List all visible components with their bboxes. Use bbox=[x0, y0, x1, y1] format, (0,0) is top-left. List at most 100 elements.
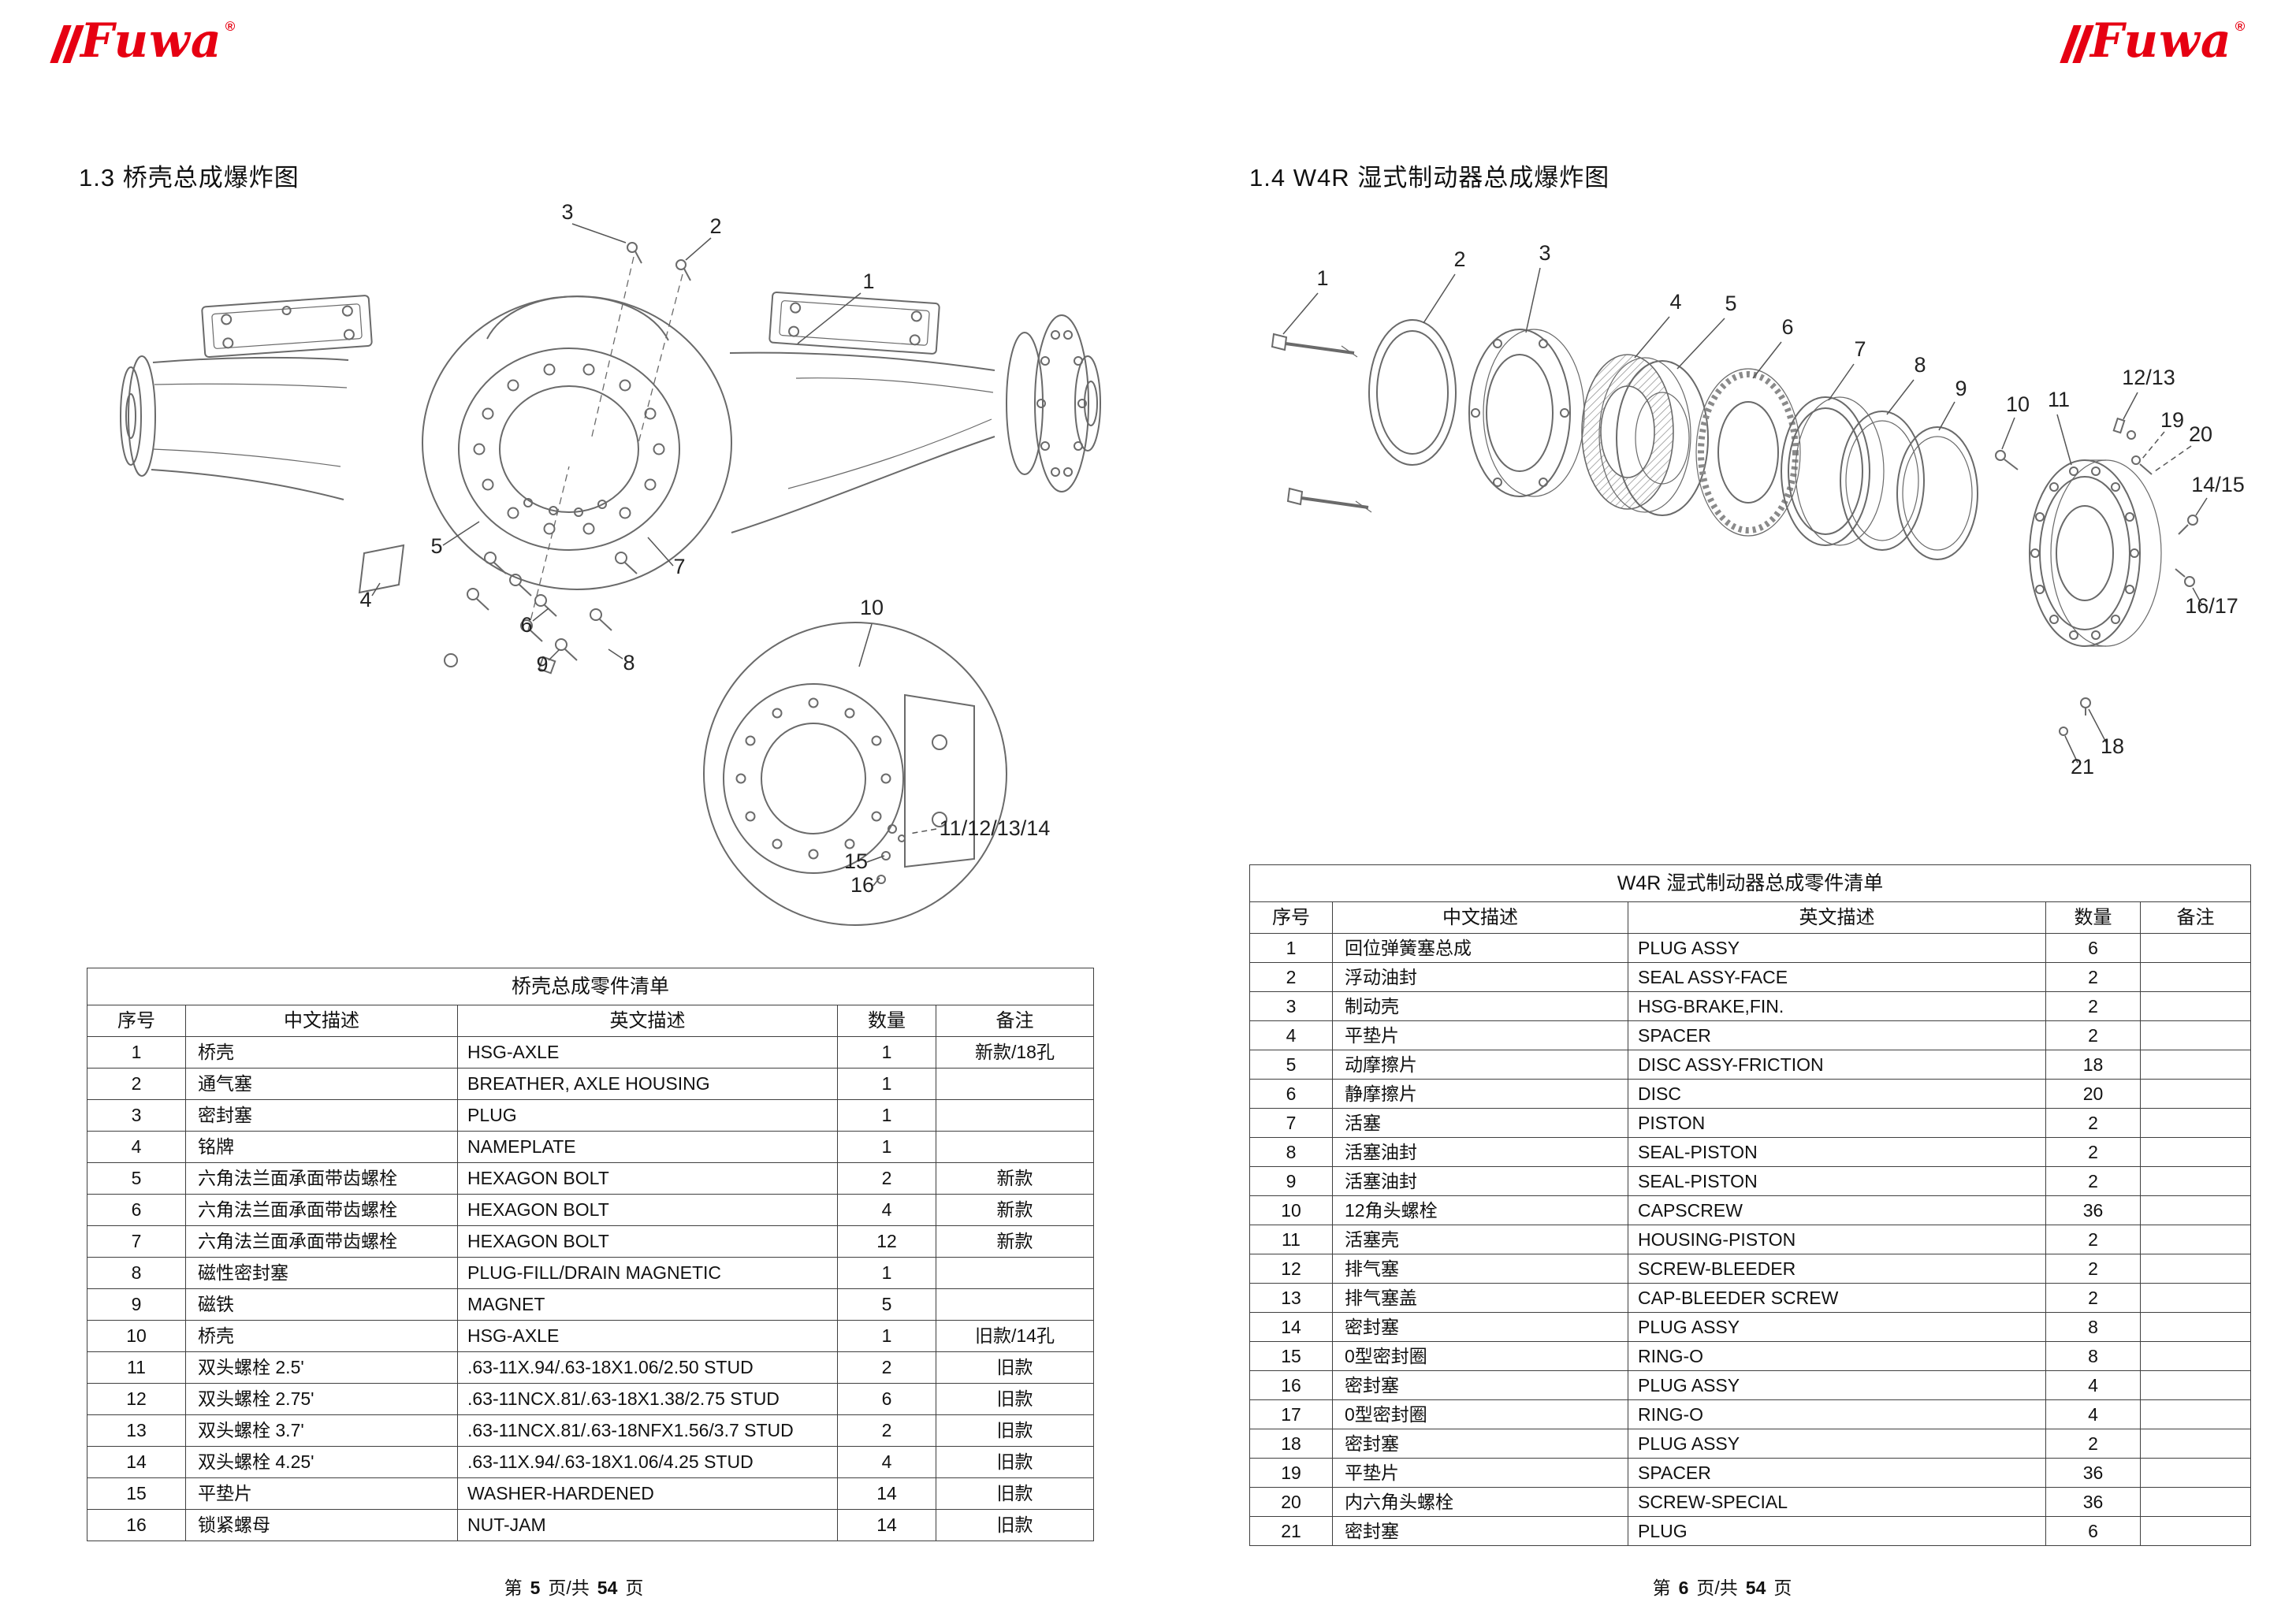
callout-1: 1 bbox=[862, 269, 874, 293]
cell: HOUSING-PISTON bbox=[1628, 1225, 2046, 1254]
page-number: 5 bbox=[530, 1578, 541, 1598]
cell: SEAL ASSY-FACE bbox=[1628, 962, 2046, 992]
cell: 7 bbox=[87, 1225, 186, 1258]
assembly-axis-lines bbox=[527, 256, 683, 631]
cell: 2 bbox=[2045, 1020, 2141, 1050]
cell: 11 bbox=[1249, 1225, 1333, 1254]
cell: 6 bbox=[2045, 933, 2141, 963]
cell: 1 bbox=[1249, 933, 1333, 963]
callout-16: 16 bbox=[850, 873, 874, 897]
cell: 1 bbox=[837, 1320, 936, 1352]
table-title: 桥壳总成零件清单 bbox=[87, 968, 1094, 1005]
cell: 活塞油封 bbox=[1332, 1166, 1628, 1196]
cell: PLUG bbox=[457, 1099, 838, 1132]
cell: PLUG bbox=[1628, 1516, 2046, 1546]
cell bbox=[2140, 1399, 2251, 1429]
cell: 排气塞盖 bbox=[1332, 1283, 1628, 1313]
cell: 旧款 bbox=[936, 1509, 1094, 1541]
footer-text: 第 bbox=[1652, 1578, 1671, 1598]
cell: NUT-JAM bbox=[457, 1509, 838, 1541]
piston-housing bbox=[2029, 459, 2162, 647]
axle-center-bowl bbox=[422, 295, 732, 590]
cell bbox=[2140, 1458, 2251, 1488]
cell: 15 bbox=[1249, 1341, 1333, 1371]
cell: 14 bbox=[837, 1477, 936, 1510]
cell: 新款 bbox=[936, 1225, 1094, 1258]
col-header-en: 英文描述 bbox=[1628, 901, 2046, 934]
cell: .63-11X.94/.63-18X1.06/4.25 STUD bbox=[457, 1446, 838, 1478]
cell: 动摩擦片 bbox=[1332, 1050, 1628, 1080]
cell: 8 bbox=[87, 1257, 186, 1289]
cell: 2 bbox=[87, 1068, 186, 1100]
cell: 桥壳 bbox=[185, 1036, 458, 1069]
cell bbox=[2140, 1079, 2251, 1109]
capscrew-bolts bbox=[1271, 333, 1372, 513]
cell: 平垫片 bbox=[185, 1477, 458, 1510]
wet-brake-exploded-diagram: 1 2 3 4 5 6 7 8 9 10 11 12/13 19 20 14/1… bbox=[1271, 241, 2245, 779]
footer-text: 页/共 bbox=[1696, 1578, 1738, 1598]
cell: PLUG ASSY bbox=[1628, 1312, 2046, 1342]
axle-housing-exploded-diagram: 3 2 1 5 7 4 6 9 8 10 11/12/13/14 15 16 bbox=[120, 200, 1101, 926]
cell: 10 bbox=[1249, 1195, 1333, 1225]
small-fittings bbox=[1995, 417, 2198, 736]
cell: 14 bbox=[1249, 1312, 1333, 1342]
cell: 1 bbox=[87, 1036, 186, 1069]
cell: 2 bbox=[2045, 1254, 2141, 1284]
callout-21: 21 bbox=[2071, 755, 2094, 779]
cell bbox=[2140, 1312, 2251, 1342]
cell bbox=[936, 1099, 1094, 1132]
section-title-wet-brake: 1.4 W4R 湿式制动器总成爆炸图 bbox=[1249, 164, 1610, 191]
exploded-bolts bbox=[444, 242, 691, 675]
cell: HSG-AXLE bbox=[457, 1036, 838, 1069]
cell: 7 bbox=[1249, 1108, 1333, 1138]
cell: 制动壳 bbox=[1332, 991, 1628, 1021]
cell: HSG-AXLE bbox=[457, 1320, 838, 1352]
cell: 3 bbox=[87, 1099, 186, 1132]
cell: 铭牌 bbox=[185, 1131, 458, 1163]
cell: 6 bbox=[2045, 1516, 2141, 1546]
piston-seals bbox=[1840, 411, 1978, 560]
callout-16-17: 16/17 bbox=[2185, 594, 2238, 618]
cell: 4 bbox=[1249, 1020, 1333, 1050]
cell: 磁铁 bbox=[185, 1288, 458, 1321]
cell bbox=[2140, 1195, 2251, 1225]
cell bbox=[936, 1257, 1094, 1289]
cell: .63-11X.94/.63-18X1.06/2.50 STUD bbox=[457, 1351, 838, 1384]
brake-housing-ring bbox=[1468, 329, 1585, 497]
cell: 静摩擦片 bbox=[1332, 1079, 1628, 1109]
cell: CAPSCREW bbox=[1628, 1195, 2046, 1225]
cell: 密封塞 bbox=[185, 1099, 458, 1132]
cell: 2 bbox=[2045, 1225, 2141, 1254]
callout-8: 8 bbox=[623, 651, 634, 675]
cell: 六角法兰面承面带齿螺栓 bbox=[185, 1225, 458, 1258]
cell: PLUG ASSY bbox=[1628, 1429, 2046, 1459]
cell: 密封塞 bbox=[1332, 1370, 1628, 1400]
cell: 12角头螺栓 bbox=[1332, 1195, 1628, 1225]
cell bbox=[2140, 1225, 2251, 1254]
cell: 密封塞 bbox=[1332, 1312, 1628, 1342]
cell: 旧款 bbox=[936, 1477, 1094, 1510]
callout-2: 2 bbox=[1453, 247, 1465, 271]
cell: 36 bbox=[2045, 1487, 2141, 1517]
cell: 桥壳 bbox=[185, 1320, 458, 1352]
callout-7: 7 bbox=[1854, 337, 1866, 361]
col-header-no: 序号 bbox=[1249, 901, 1333, 934]
cell: 19 bbox=[1249, 1458, 1333, 1488]
callout-15: 15 bbox=[844, 849, 868, 873]
cell: SEAL-PISTON bbox=[1628, 1166, 2046, 1196]
cell: 6 bbox=[837, 1383, 936, 1415]
